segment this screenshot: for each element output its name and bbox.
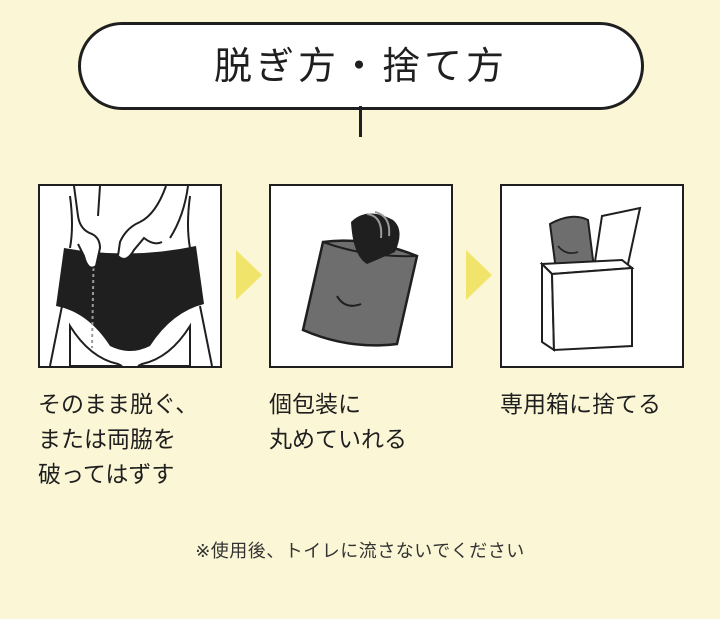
step-2-illustration-box xyxy=(269,184,453,368)
removing-underwear-illustration xyxy=(49,186,213,366)
step-3-caption: 専用箱に捨てる xyxy=(500,388,661,423)
step-2-caption-line: 個包装に xyxy=(269,392,361,418)
page-title: 脱ぎ方・捨て方 xyxy=(213,44,508,88)
step-arrow-icon xyxy=(466,250,492,300)
step-1-caption: そのまま脱ぐ、 または両脇を 破ってはずす xyxy=(38,388,198,493)
step-1-caption-line: または両脇を xyxy=(38,427,176,453)
step-2-caption-line: 丸めていれる xyxy=(269,427,407,453)
wrapping-in-pouch-illustration xyxy=(301,211,419,347)
step-1-caption-line: そのまま脱ぐ、 xyxy=(38,392,199,418)
step-3-caption-line: 専用箱に捨てる xyxy=(500,392,661,418)
disposal-box-illustration xyxy=(539,206,642,352)
step-1-caption-line: 破ってはずす xyxy=(38,462,175,488)
title-connector-line xyxy=(359,106,362,137)
usage-warning-note: ※使用後、トイレに流さないでください xyxy=(195,541,525,562)
step-1-illustration-box xyxy=(38,184,222,368)
step-3-illustration-box xyxy=(500,184,684,368)
title-banner: 脱ぎ方・捨て方 xyxy=(78,22,644,110)
step-arrow-icon xyxy=(236,250,262,300)
step-2-caption: 個包装に 丸めていれる xyxy=(269,388,407,458)
